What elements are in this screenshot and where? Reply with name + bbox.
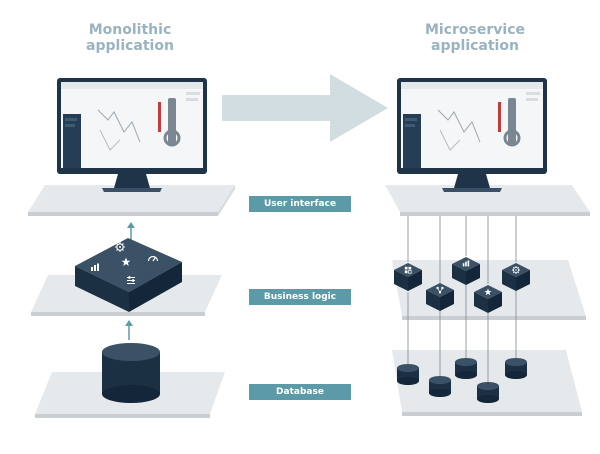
micro-database-cylinder bbox=[429, 376, 451, 397]
settings-icon bbox=[114, 241, 126, 253]
ui-layer-tag bbox=[249, 196, 351, 212]
micro-database-cylinder bbox=[455, 358, 477, 379]
monolithic-title: Monolithic application bbox=[86, 22, 174, 54]
db-layer-tag bbox=[249, 384, 351, 400]
micro-monitor bbox=[397, 78, 547, 192]
user-interface-label: User interface bbox=[263, 199, 337, 209]
microservice-title: Microservice application bbox=[424, 22, 525, 54]
micro-database-cylinder bbox=[397, 364, 419, 385]
logic-layer-tag bbox=[249, 289, 351, 305]
monolith-block bbox=[75, 238, 182, 312]
micro-connection-lines bbox=[407, 216, 517, 386]
database-label: Database bbox=[276, 387, 324, 397]
business-logic-label: Business logic bbox=[263, 292, 337, 302]
settings-icon bbox=[511, 265, 521, 275]
transition-arrow bbox=[222, 74, 388, 142]
micro-database-cylinder bbox=[505, 358, 527, 379]
micro-database-cylinder bbox=[477, 382, 499, 403]
mono-database-cylinder bbox=[102, 343, 160, 403]
mono-connector-bottom bbox=[125, 320, 133, 340]
mono-ui-platform bbox=[28, 185, 235, 216]
mono-monitor bbox=[57, 78, 207, 192]
micro-ui-platform bbox=[385, 185, 590, 216]
